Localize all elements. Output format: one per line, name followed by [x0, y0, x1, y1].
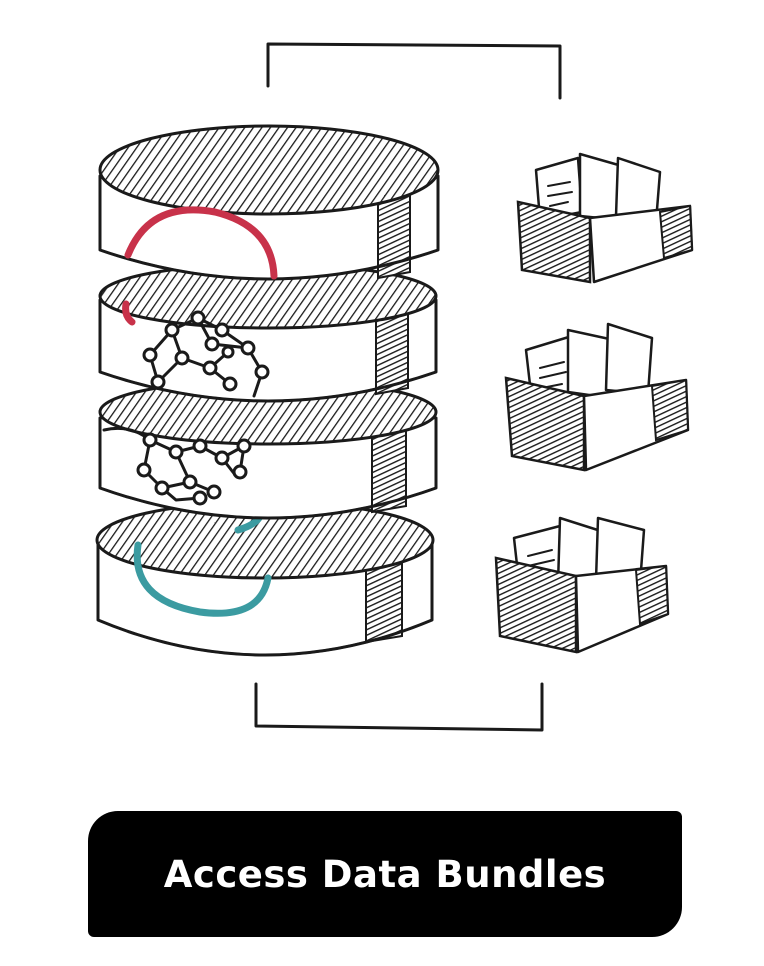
database-disk-4 — [95, 492, 435, 657]
database-disk-3 — [98, 378, 438, 520]
data-bundles-illustration — [95, 42, 694, 732]
access-data-bundles-button[interactable]: Access Data Bundles — [88, 811, 682, 937]
database-stack-icon — [95, 124, 440, 657]
file-box-icon — [494, 516, 670, 654]
database-disk-1 — [98, 124, 440, 326]
file-box-icon — [504, 322, 690, 472]
access-data-bundles-label: Access Data Bundles — [163, 852, 607, 896]
file-box-icon — [516, 152, 694, 284]
network-graph-icon — [102, 310, 270, 506]
bottom-bracket-line — [254, 682, 544, 732]
top-bracket-line — [266, 42, 562, 100]
database-disk-2 — [98, 262, 438, 403]
